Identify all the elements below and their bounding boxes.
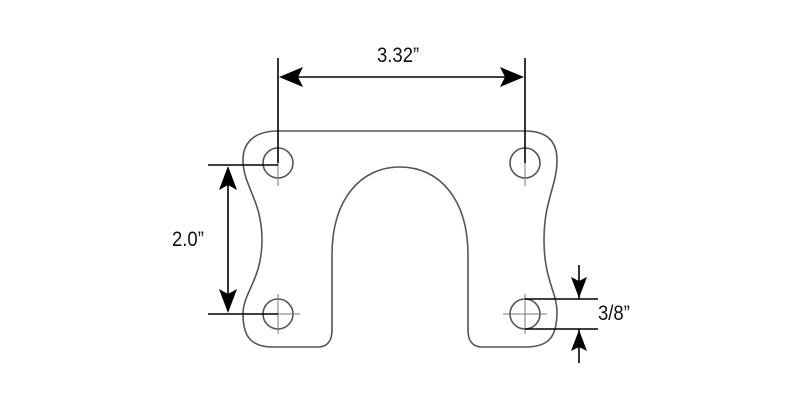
arrowhead-down-small [571,277,587,298]
dimension-vertical [208,164,278,315]
arrowhead-down [219,289,237,313]
arrowhead-up [219,166,237,190]
dimension-label-hole-diameter: 3/8” [598,302,630,325]
dimension-horizontal [277,58,526,163]
hole-bottom-right [503,294,547,334]
dimension-label-horizontal: 3.32” [377,44,420,67]
arrowhead-up-small [571,330,587,351]
arrowhead-right [500,67,524,87]
plate-outline [242,130,558,348]
arrowhead-left [279,67,303,87]
dimension-label-vertical: 2.0” [172,228,204,251]
